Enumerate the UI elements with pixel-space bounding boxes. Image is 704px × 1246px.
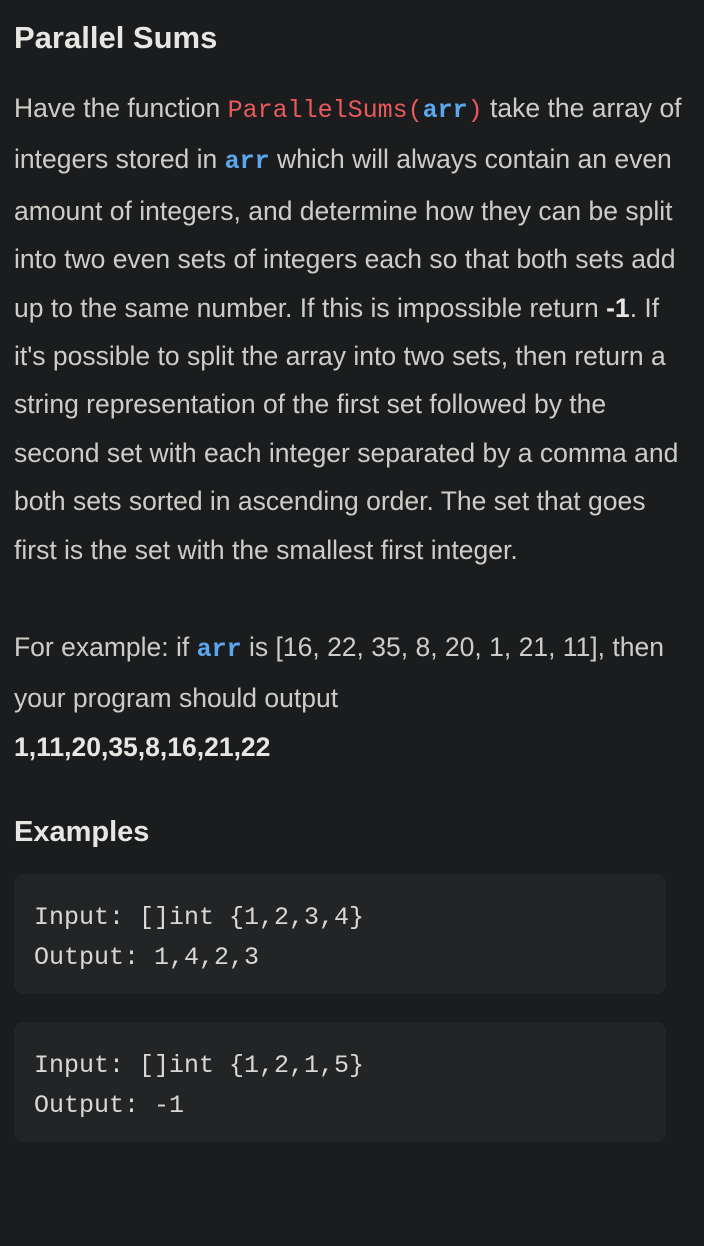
- example-code-block: Input: []int {1,2,1,5} Output: -1: [14, 1022, 666, 1143]
- function-paren-close: ): [467, 96, 483, 125]
- function-name: ParallelSums: [227, 96, 408, 125]
- example-input: Input: []int {1,2,3,4}: [34, 903, 365, 933]
- function-paren-open: (: [407, 96, 423, 125]
- example-arg-reference: arr: [196, 635, 242, 665]
- example-code-block: Input: []int {1,2,3,4} Output: 1,4,2,3: [14, 874, 666, 995]
- challenge-description: Have the function ParallelSums(arr) take…: [14, 84, 690, 574]
- desc-text-1: Have the function: [14, 93, 228, 123]
- example-output: Output: 1,4,2,3: [34, 943, 260, 973]
- impossible-return-value: -1: [606, 292, 630, 323]
- example-answer: 1,11,20,35,8,16,21,22: [14, 731, 271, 762]
- desc-text-2: take the array of integers stored in: [14, 93, 682, 175]
- example-input: Input: []int {1,2,1,5}: [34, 1051, 365, 1081]
- examples-heading: Examples: [14, 816, 150, 849]
- challenge-page: Parallel Sums Have the function Parallel…: [14, 20, 690, 1143]
- example-explanation: For example: if arr is [16, 22, 35, 8, 2…: [14, 623, 690, 771]
- desc-text-3: which will always contain an even amount…: [14, 144, 676, 323]
- example-text-2: is [16, 22, 35, 8, 20, 1, 21, 11], then …: [14, 632, 664, 714]
- example-output: Output: -1: [34, 1091, 185, 1121]
- function-arg: arr: [422, 96, 468, 125]
- page-title: Parallel Sums: [14, 20, 218, 55]
- example-text-1: For example: if: [14, 632, 197, 663]
- arg-reference: arr: [224, 147, 270, 177]
- desc-text-4: . If it's possible to split the array in…: [14, 292, 679, 565]
